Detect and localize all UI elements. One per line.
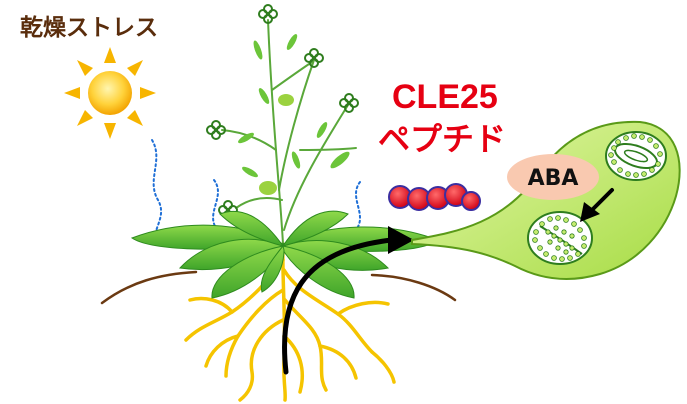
peptide-name: CLE25 <box>392 78 498 116</box>
stomata-icon <box>605 131 667 181</box>
aba-badge: ABA <box>507 154 599 200</box>
sun-icon <box>64 47 156 139</box>
roots <box>184 242 396 402</box>
leaf-zoom-bubble: ABA <box>411 120 681 280</box>
aba-label: ABA <box>528 166 579 191</box>
aba-arrow <box>580 188 614 222</box>
stomata-icon <box>527 211 593 265</box>
stress-label: 乾燥ストレス <box>20 14 158 41</box>
peptide-word: ペプチド <box>378 121 506 157</box>
signal-arrow <box>281 226 414 375</box>
peptide-chain-icon <box>388 183 481 211</box>
soil-line <box>100 270 457 305</box>
